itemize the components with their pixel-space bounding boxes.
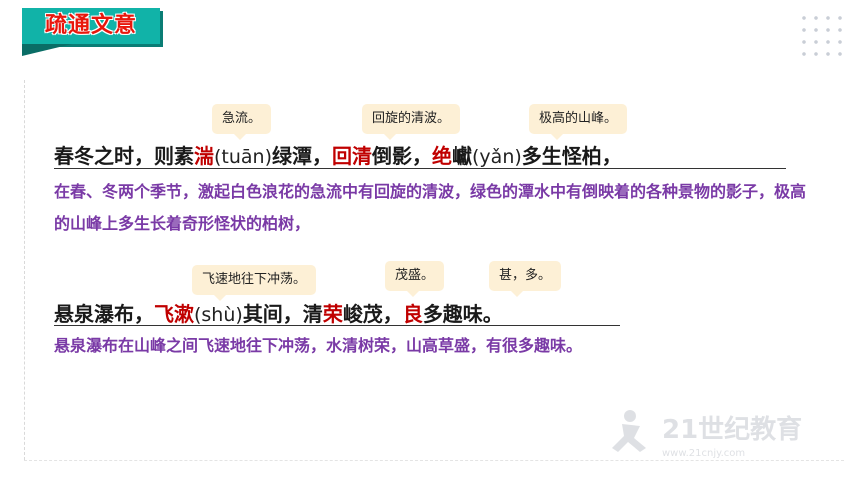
line1-segment: 绝	[432, 144, 453, 168]
line-2-underline	[54, 325, 620, 326]
watermark-logo: 21世纪教育 www.21cnjy.com	[612, 410, 802, 459]
line2-segment: 良	[402, 302, 423, 326]
title-banner: 疏通文意	[22, 8, 160, 56]
left-dashed-rule	[24, 80, 25, 460]
note-jue: 极高的山峰。	[529, 104, 628, 140]
line2-segment: (shù)	[194, 304, 243, 326]
note-liang: 甚，多。	[489, 261, 562, 297]
note-huiqing: 回旋的清波。	[362, 104, 461, 140]
page-title: 疏通文意	[44, 13, 137, 38]
line2-segment: 飞漱	[154, 302, 194, 326]
runner-body-icon	[612, 424, 646, 452]
line2-segment: 悬泉瀑布，	[54, 302, 154, 326]
note-tuan: 急流。	[212, 104, 272, 140]
translation-1: 在春、冬两个季节，激起白色浪花的急流中有回旋的清波，绿色的潭水中有倒映着的各种景…	[54, 182, 807, 233]
line1-segment: 春冬之时，则素	[54, 144, 194, 168]
line2-segment: 多趣味。	[422, 302, 503, 326]
line1-segment: (yǎn)	[472, 146, 522, 168]
decorative-dot-grid	[798, 12, 848, 60]
line1-segment: 巘	[452, 144, 473, 168]
line1-segment: 倒影，	[372, 144, 433, 168]
note-feishu: 飞速地往下冲荡。	[192, 265, 317, 301]
note-rong: 茂盛。	[385, 261, 445, 297]
runner-head-icon	[624, 410, 636, 422]
classical-text-line-1: 春冬之时，则素湍(tuān)绿潭，回清倒影，绝巘(yǎn)多生怪柏，	[54, 142, 622, 171]
translation-2: 悬泉瀑布在山峰之间飞速地往下冲荡，水清树荣，山高草盛，有很多趣味。	[54, 336, 583, 355]
line1-segment: 绿潭，	[272, 144, 333, 168]
watermark-brand: 21世纪教育	[662, 414, 802, 445]
line2-segment: 荣	[322, 302, 343, 326]
classical-text-line-2: 悬泉瀑布，飞漱(shù)其间，清荣峻茂，良多趣味。	[54, 300, 503, 329]
line2-segment: 其间，清	[242, 302, 323, 326]
line1-segment: 回清	[332, 144, 373, 168]
line1-segment: 多生怪柏，	[521, 144, 622, 168]
bottom-dashed-rule	[24, 460, 844, 461]
line1-segment: 湍	[194, 144, 214, 168]
line1-segment: (tuān)	[214, 146, 273, 168]
watermark-url: www.21cnjy.com	[662, 448, 745, 459]
line2-segment: 峻茂，	[342, 302, 403, 326]
line-1-underline	[54, 168, 786, 169]
